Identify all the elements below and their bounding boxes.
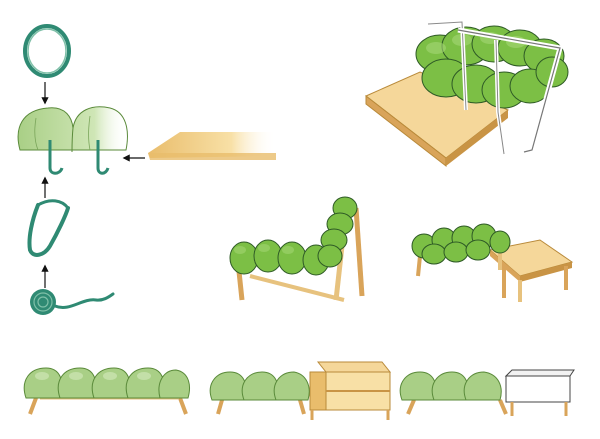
- config-bench-with-shelf: [209, 361, 392, 420]
- step-band-loop: [27, 199, 70, 257]
- step-cushion-clip: [17, 106, 128, 175]
- step-band-ring: [23, 24, 71, 78]
- step-board: [148, 132, 276, 160]
- config-strapped-bench-top: [365, 19, 569, 168]
- config-bench-with-table: [411, 223, 574, 302]
- config-long-bench: [23, 367, 190, 415]
- step-band-roll: [30, 289, 115, 315]
- config-lounge-chair: [229, 196, 365, 302]
- config-bench-with-box: [399, 369, 575, 416]
